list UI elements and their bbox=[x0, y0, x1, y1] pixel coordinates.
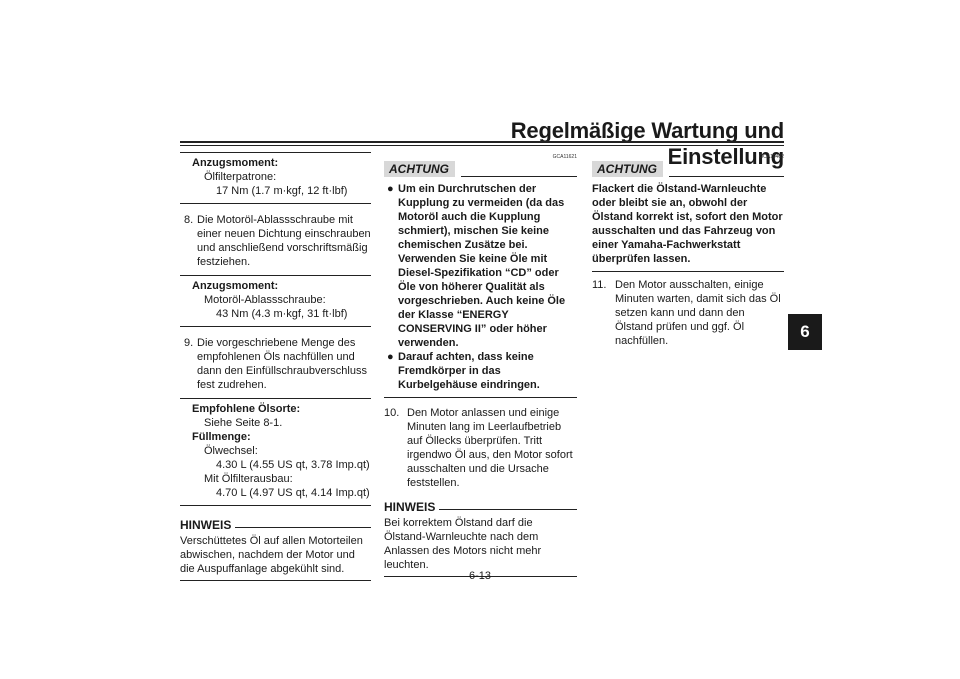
caution-bullet-2: ● Darauf achten, dass keine Fremdkörper … bbox=[384, 350, 577, 392]
achtung-label: ACHTUNG bbox=[592, 161, 663, 177]
achtung-label: ACHTUNG bbox=[384, 161, 455, 177]
achtung-end-rule bbox=[592, 271, 784, 272]
column-1: Anzugsmoment: Ölfilterpatrone: 17 Nm (1.… bbox=[180, 152, 371, 581]
step-number: 8. bbox=[184, 214, 194, 226]
step-text: Die Motoröl-Ablassschraube mit einer neu… bbox=[197, 214, 371, 268]
step-number: 11. bbox=[592, 279, 607, 291]
caution-text: Flackert die Ölstand-Warnleuchte oder bl… bbox=[592, 183, 783, 265]
hinweis-heading: HINWEIS bbox=[384, 500, 577, 514]
achtung-heading: ACHTUNG bbox=[384, 161, 577, 177]
box-value: 4.30 L (4.55 US qt, 3.78 Imp.qt) bbox=[216, 459, 370, 471]
box-heading: Füllmenge: bbox=[192, 431, 251, 443]
box-heading: Empfohlene Ölsorte: bbox=[192, 403, 301, 415]
hinweis-end-rule bbox=[180, 580, 371, 581]
hinweis-end-rule bbox=[384, 576, 577, 577]
box-heading: Anzugsmoment: bbox=[192, 157, 279, 169]
achtung-rule bbox=[669, 176, 784, 177]
box-value: Siehe Seite 8-1. bbox=[204, 417, 283, 429]
bullet-text: Darauf achten, dass keine Fremdkörper in… bbox=[398, 351, 540, 391]
hinweis-rule bbox=[235, 526, 371, 528]
reference-code: GCA10402 bbox=[759, 154, 784, 160]
chapter-tab: 6 bbox=[788, 314, 822, 350]
step-number: 9. bbox=[184, 337, 194, 349]
hinweis-text: Verschüttetes Öl auf allen Motorteilen a… bbox=[180, 535, 363, 575]
oil-spec-box: Empfohlene Ölsorte: Siehe Seite 8-1. Fül… bbox=[180, 398, 371, 506]
torque-box-oil-filter: Anzugsmoment: Ölfilterpatrone: 17 Nm (1.… bbox=[180, 152, 371, 204]
box-value: 17 Nm (1.7 m·kgf, 12 ft·lbf) bbox=[216, 185, 348, 197]
achtung-heading: ACHTUNG bbox=[592, 161, 784, 177]
box-value: 4.70 L (4.97 US qt, 4.14 Imp.qt) bbox=[216, 487, 370, 499]
bullet-text: Um ein Durchrutschen der Kupplung zu ver… bbox=[398, 183, 566, 349]
step-9: 9. Die vorgeschriebene Menge des empfohl… bbox=[180, 336, 371, 392]
page-number: 6-13 bbox=[468, 570, 492, 582]
column-2: GCA11621 ACHTUNG ● Um ein Durchrutschen … bbox=[384, 154, 577, 577]
achtung-rule bbox=[461, 176, 577, 177]
bullet-icon: ● bbox=[387, 351, 394, 363]
bullet-icon: ● bbox=[387, 183, 394, 195]
step-text: Die vorgeschriebene Menge des empfohlene… bbox=[197, 337, 367, 391]
box-item: Ölwechsel: bbox=[204, 445, 258, 457]
step-number: 10. bbox=[384, 407, 400, 419]
step-11: 11. Den Motor ausschalten, einige Minute… bbox=[592, 278, 784, 348]
step-8: 8. Die Motoröl-Ablassschraube mit einer … bbox=[180, 213, 371, 269]
reference-code: GCA11621 bbox=[552, 154, 577, 160]
box-item: Mit Ölfilterausbau: bbox=[204, 473, 293, 485]
caution-bullet-1: ● Um ein Durchrutschen der Kupplung zu v… bbox=[384, 182, 577, 350]
hinweis-text: Bei korrektem Ölstand darf die Ölstand-W… bbox=[384, 517, 542, 571]
hinweis-label: HINWEIS bbox=[180, 518, 232, 532]
hinweis-label: HINWEIS bbox=[384, 500, 436, 514]
header-rule-thin bbox=[180, 145, 784, 146]
hinweis-heading: HINWEIS bbox=[180, 518, 371, 532]
step-10: 10. Den Motor anlassen und einige Minute… bbox=[384, 406, 577, 490]
torque-box-drain-bolt: Anzugsmoment: Motoröl-Ablassschraube: 43… bbox=[180, 275, 371, 327]
column-3: GCA10402 ACHTUNG Flackert die Ölstand-Wa… bbox=[592, 154, 784, 348]
header-rule bbox=[180, 141, 784, 143]
achtung-end-rule bbox=[384, 397, 577, 398]
page-title: Regelmäßige Wartung und Einstellung bbox=[510, 118, 784, 169]
step-text: Den Motor ausschalten, einige Minuten wa… bbox=[615, 279, 781, 347]
box-item: Motoröl-Ablassschraube: bbox=[204, 294, 326, 306]
step-text: Den Motor anlassen und einige Minuten la… bbox=[407, 407, 573, 489]
box-value: 43 Nm (4.3 m·kgf, 31 ft·lbf) bbox=[216, 308, 348, 320]
box-item: Ölfilterpatrone: bbox=[204, 171, 277, 183]
hinweis-rule bbox=[439, 508, 577, 510]
box-heading: Anzugsmoment: bbox=[192, 280, 279, 292]
